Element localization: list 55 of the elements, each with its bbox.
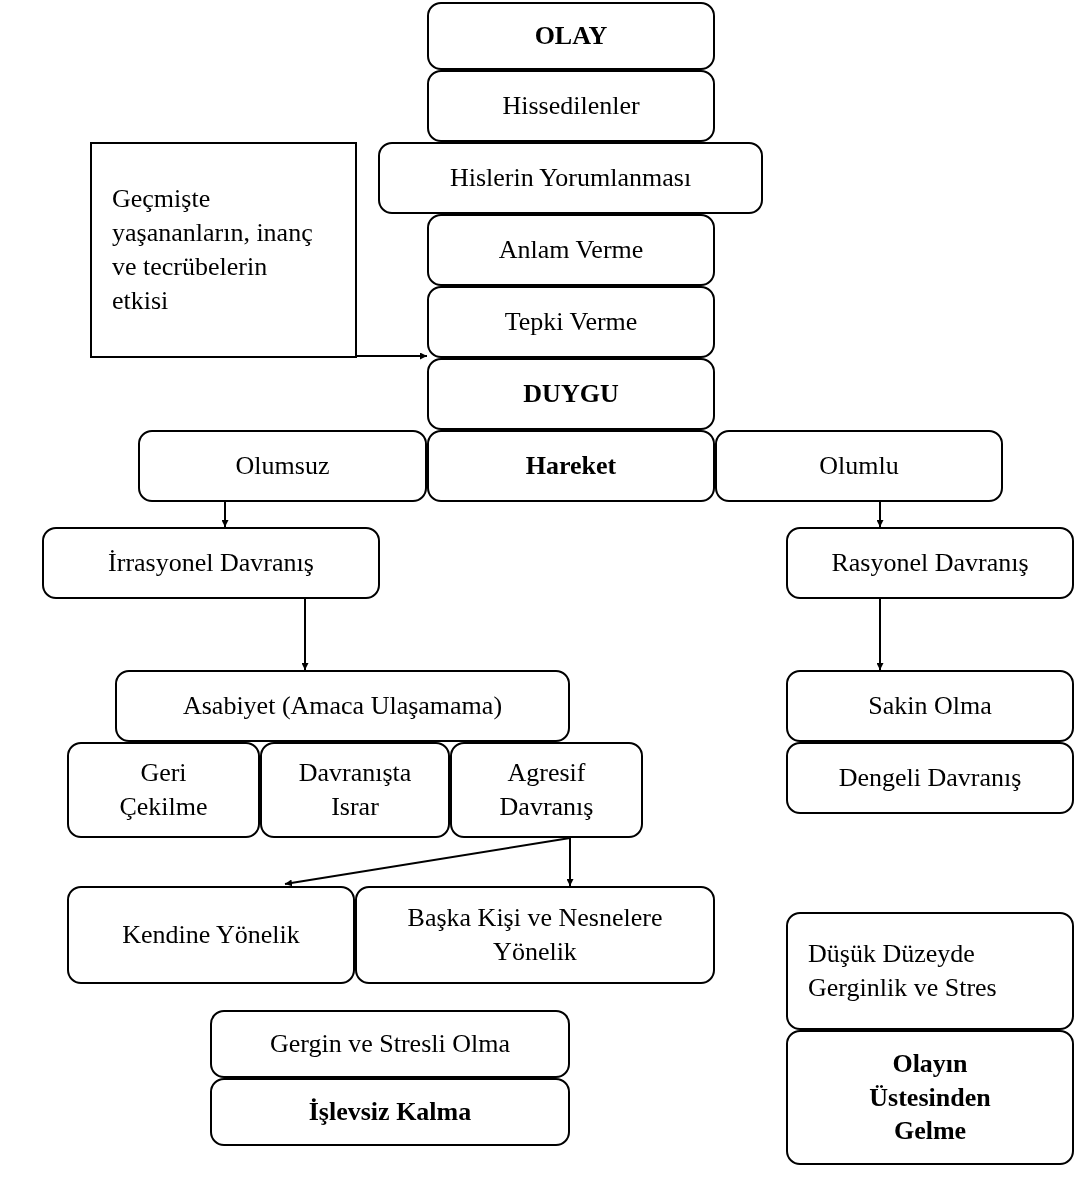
box-text: Rasyonel Davranış (831, 547, 1029, 580)
box-text: Sakin Olma (868, 690, 992, 723)
process-box (427, 70, 715, 142)
process-box (210, 1078, 570, 1146)
process-box (786, 527, 1074, 599)
process-box (427, 358, 715, 430)
arrow (356, 352, 428, 360)
box-text: Asabiyet (Amaca Ulaşamama) (182, 690, 503, 723)
box-text: İşlevsiz Kalma (308, 1096, 472, 1129)
box-text: Davranışta Israr (297, 757, 413, 823)
arrow (876, 598, 884, 671)
arrow (301, 598, 309, 671)
box-text: Olayın Üstesinden Gelme (868, 1047, 992, 1148)
process-box (67, 742, 260, 838)
process-box (427, 286, 715, 358)
process-box (138, 430, 427, 502)
box-text: Başka Kişi ve Nesnelere Yönelik (406, 902, 664, 968)
process-box (42, 527, 380, 599)
box-text: Tepki Verme (504, 306, 638, 339)
process-box (260, 742, 450, 838)
box-text: Olumlu (819, 450, 899, 483)
process-box (786, 670, 1074, 742)
box-text: Dengeli Davranış (838, 762, 1022, 795)
process-box (355, 886, 715, 984)
arrow (876, 501, 884, 528)
process-box (450, 742, 643, 838)
arrow (221, 501, 229, 528)
arrow (284, 837, 571, 887)
box-text: Hislerin Yorumlanması (449, 162, 692, 195)
box-text: Kendine Yönelik (122, 919, 300, 952)
process-box (115, 670, 570, 742)
box-text: Hissedilenler (502, 90, 640, 123)
box-text: İrrasyonel Davranış (108, 547, 314, 580)
box-text: DUYGU (523, 378, 619, 411)
process-box (786, 1030, 1074, 1165)
process-box (427, 214, 715, 286)
box-text: OLAY (534, 20, 608, 53)
box-text: Agresif Davranış (498, 757, 595, 823)
box-text: Hareket (525, 450, 617, 483)
box-text: Anlam Verme (498, 234, 644, 267)
process-box (427, 430, 715, 502)
process-box (427, 2, 715, 70)
process-box (786, 912, 1074, 1030)
process-box (715, 430, 1003, 502)
box-text: Düşük Düzeyde Gerginlik ve Stres (808, 938, 998, 1004)
process-box (786, 742, 1074, 814)
box-text: Olumsuz (235, 450, 330, 483)
process-box (67, 886, 355, 984)
box-text: Geçmişte yaşananların, inanç ve tecrübelerin etkisi (112, 183, 314, 317)
box-text: Gergin ve Stresli Olma (270, 1028, 510, 1061)
process-box (378, 142, 763, 214)
process-box (210, 1010, 570, 1078)
box-text: Geri Çekilme (118, 757, 209, 823)
process-box (90, 142, 357, 358)
arrow (566, 837, 574, 887)
